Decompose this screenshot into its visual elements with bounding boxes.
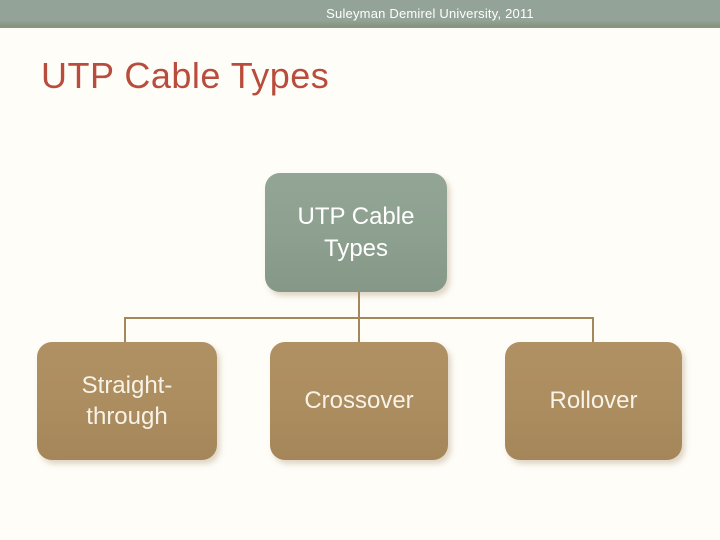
connector-drop-right bbox=[592, 317, 594, 343]
slide-header-bar: Suleyman Demirel University, 2011 bbox=[0, 0, 720, 28]
connector-drop-left bbox=[124, 317, 126, 343]
slide-title: UTP Cable Types bbox=[41, 55, 330, 96]
connector-stem bbox=[358, 292, 360, 318]
header-footer-text: Suleyman Demirel University, 2011 bbox=[326, 6, 534, 21]
diagram-node-rollover: Rollover bbox=[505, 342, 682, 460]
connector-drop-mid bbox=[358, 317, 360, 343]
diagram-node-straight-through: Straight-through bbox=[37, 342, 217, 460]
diagram-root-node: UTP Cable Types bbox=[265, 173, 447, 292]
diagram-node-crossover: Crossover bbox=[270, 342, 448, 460]
